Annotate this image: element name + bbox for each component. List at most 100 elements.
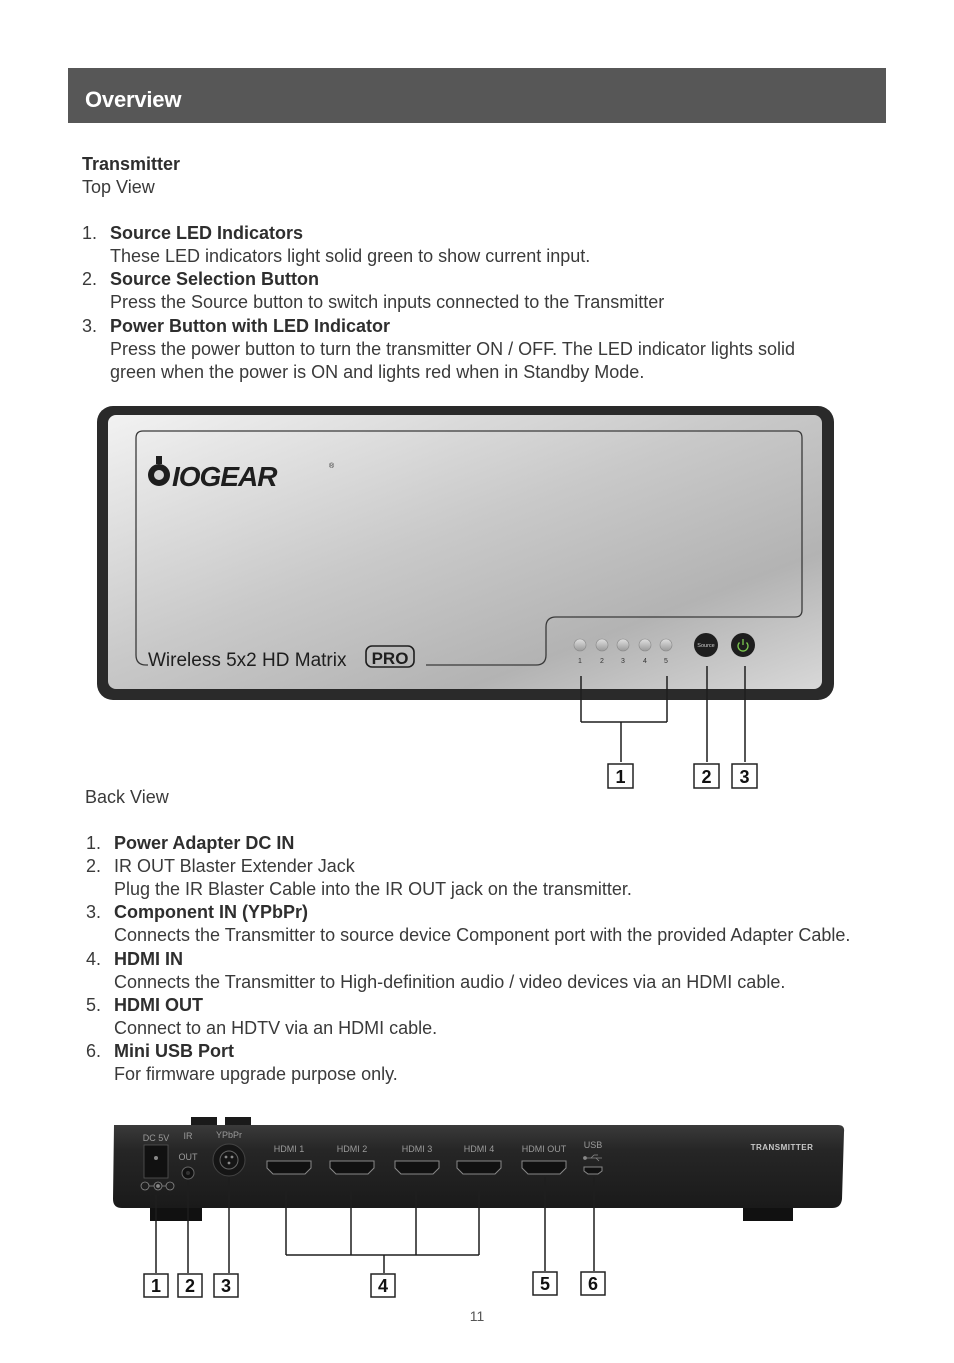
- hdmi-1-label: HDMI 1: [274, 1144, 305, 1154]
- transmitter-top-view-figure: IOGEAR ® Wireless 5x2 HD Matrix PRO 1 2 …: [97, 406, 834, 789]
- svg-text:®: ®: [329, 462, 335, 470]
- back-item-1-title: Power Adapter DC IN: [114, 833, 295, 853]
- back-callout-4-label: 4: [378, 1276, 388, 1296]
- hdmi-4-label: HDMI 4: [464, 1144, 495, 1154]
- device-top-surface: [108, 415, 822, 689]
- dc-polarity-icon: [140, 1181, 175, 1191]
- back-item-4-desc: Connects the Transmitter to High-definit…: [114, 972, 786, 992]
- led-label-1: 1: [578, 658, 582, 665]
- back-item-1-number: 1.: [86, 833, 102, 853]
- section-header: Overview: [68, 68, 886, 123]
- top-callout-1: [607, 763, 634, 789]
- source-led-indicators: 1 2 3 4 5: [573, 638, 673, 665]
- top-item-2-title: Source Selection Button: [110, 269, 320, 289]
- back-callout-6-label: 6: [588, 1274, 598, 1294]
- ir-label-line2: OUT: [179, 1152, 199, 1162]
- foot-left: [150, 1208, 202, 1221]
- power-icon: [737, 639, 749, 652]
- page-number: 11: [469, 1308, 485, 1324]
- ypbpr-label: YPbPr: [216, 1130, 242, 1140]
- pro-badge: [365, 645, 415, 668]
- back-callout-lines: [155, 1177, 595, 1273]
- hdmi-4-port: [456, 1160, 502, 1175]
- back-callout-1: [143, 1273, 169, 1298]
- hdmi-2-port-group: HDMI 2: [329, 1144, 375, 1175]
- hdmi-out-label: HDMI OUT: [522, 1144, 567, 1154]
- top-view-label: Top View: [82, 177, 155, 197]
- back-item-3-title: Component IN (YPbPr): [114, 902, 308, 922]
- back-callout-2: [177, 1273, 203, 1298]
- source-button-label: Source: [697, 643, 714, 649]
- led-2: [595, 638, 609, 652]
- back-item-3-desc: Connects the Transmitter to source devic…: [114, 925, 851, 945]
- back-callout-4: [370, 1273, 396, 1298]
- back-callout-1-label: 1: [151, 1276, 161, 1296]
- back-callout-2-label: 2: [185, 1276, 195, 1296]
- top-callout-2: [693, 763, 720, 789]
- back-view-label: Back View: [85, 787, 169, 807]
- hdmi-4-port-group: HDMI 4: [456, 1144, 502, 1175]
- hdmi-2-port: [329, 1160, 375, 1175]
- led-5: [659, 638, 673, 652]
- back-callout-6: [580, 1271, 606, 1296]
- top-item-3-title: Power Button with LED Indicator: [110, 316, 390, 336]
- top-callout-2-label: 2: [701, 767, 711, 787]
- back-item-4-title: HDMI IN: [114, 949, 183, 969]
- top-item-3-number: 3.: [82, 316, 98, 336]
- back-item-5-number: 5.: [86, 995, 102, 1015]
- back-callout-5-label: 5: [540, 1274, 550, 1294]
- top-callout-3-label: 3: [739, 767, 749, 787]
- transmitter-heading: Transmitter: [82, 154, 181, 174]
- back-item-4-number: 4.: [86, 949, 102, 969]
- iogear-logo: IOGEAR ®: [148, 456, 335, 492]
- usb-icon: [583, 1154, 602, 1162]
- back-item-2-number: 2.: [86, 856, 102, 876]
- usb-label: USB: [584, 1140, 603, 1150]
- pro-badge-text: PRO: [372, 649, 409, 668]
- dc-port: [143, 1144, 169, 1179]
- back-item-6-number: 6.: [86, 1041, 102, 1061]
- hdmi-out-port: [521, 1160, 567, 1175]
- device-name-label: TRANSMITTER: [751, 1143, 814, 1152]
- ir-label-line1: IR: [184, 1131, 194, 1141]
- back-callout-3-label: 3: [221, 1276, 231, 1296]
- hdmi-1-port: [266, 1160, 312, 1175]
- back-callout-3: [213, 1273, 239, 1298]
- back-item-3-number: 3.: [86, 902, 102, 922]
- top-item-1-title: Source LED Indicators: [110, 223, 304, 243]
- foot-right: [743, 1208, 793, 1221]
- dc-port-label: DC 5V: [143, 1133, 170, 1143]
- back-callout-5: [532, 1271, 558, 1296]
- led-4: [638, 638, 652, 652]
- back-item-2-title: IR OUT Blaster Extender Jack: [114, 856, 355, 876]
- device-panel-outline: [135, 430, 803, 666]
- top-item-2-number: 2.: [82, 269, 98, 289]
- back-item-5-desc: Connect to an HDTV via an HDMI cable.: [114, 1018, 438, 1038]
- mini-usb-port: [583, 1166, 603, 1175]
- back-item-6-desc: For firmware upgrade purpose only.: [114, 1064, 398, 1084]
- hdmi-3-port: [394, 1160, 440, 1175]
- ypbpr-port: [212, 1143, 246, 1177]
- top-item-3-desc-line1: Press the power button to turn the trans…: [110, 339, 795, 359]
- top-item-2-desc: Press the Source button to switch inputs…: [110, 292, 665, 312]
- brand-text: IOGEAR: [172, 461, 278, 492]
- led-label-2: 2: [600, 658, 604, 665]
- led-label-4: 4: [643, 658, 647, 665]
- model-text: Wireless 5x2 HD Matrix: [148, 650, 347, 671]
- source-button[interactable]: [694, 633, 718, 657]
- hdmi-3-port-group: HDMI 3: [394, 1144, 440, 1175]
- hdmi-1-port-group: HDMI 1: [266, 1144, 312, 1175]
- led-1: [573, 638, 587, 652]
- hdmi-out-port-group: HDMI OUT: [521, 1144, 567, 1175]
- top-callout-1-label: 1: [615, 767, 625, 787]
- hdmi-2-label: HDMI 2: [337, 1144, 368, 1154]
- back-item-5-title: HDMI OUT: [114, 995, 203, 1015]
- top-item-1-number: 1.: [82, 223, 98, 243]
- led-label-5: 5: [664, 658, 668, 665]
- back-item-2-desc: Plug the IR Blaster Cable into the IR OU…: [114, 879, 632, 899]
- hdmi-3-label: HDMI 3: [402, 1144, 433, 1154]
- top-callout-lines: [580, 666, 746, 762]
- top-item-3-desc-line2: green when the power is ON and lights re…: [110, 362, 645, 382]
- section-title: Overview: [85, 87, 182, 112]
- led-3: [616, 638, 630, 652]
